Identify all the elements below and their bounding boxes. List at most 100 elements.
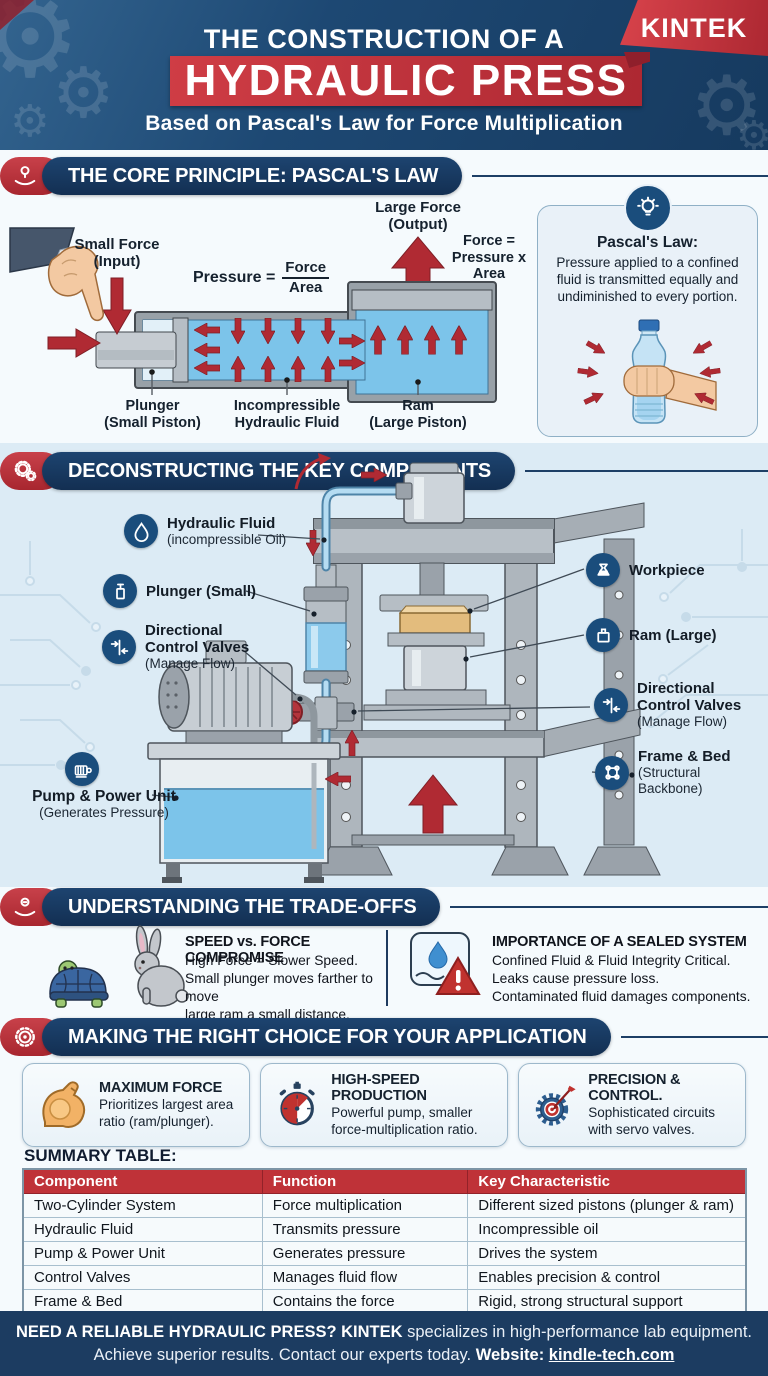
cell: Force multiplication	[261, 1193, 469, 1218]
label-directional-valves-left: Directional Control Valves (Manage Flow)	[102, 622, 249, 672]
section-rule	[525, 470, 768, 472]
footer-line2: Achieve superior results. Contact our ex…	[94, 1346, 675, 1365]
section-title: MAKING THE RIGHT CHOICE FOR YOUR APPLICA…	[42, 1018, 611, 1056]
large-force-label: Large Force (Output)	[375, 199, 461, 233]
choice-body: Prioritizes largest area ratio (ram/plun…	[99, 1097, 234, 1129]
choice-title: MAXIMUM FORCE	[99, 1080, 223, 1096]
pump-icon	[65, 752, 99, 786]
label-directional-valves-right: Directional Control Valves (Manage Flow)	[594, 680, 741, 730]
cell: Manages fluid flow	[261, 1265, 469, 1290]
choice-body: Powerful pump, smaller force-multiplicat…	[331, 1105, 478, 1137]
title-top: THE CONSTRUCTION OF A	[203, 24, 565, 54]
section-header-right-choice: MAKING THE RIGHT CHOICE FOR YOUR APPLICA…	[0, 1018, 768, 1056]
footer-cta-bold: NEED A RELIABLE HYDRAULIC PRESS? KINTEK	[15, 1322, 403, 1341]
vertical-divider	[386, 930, 388, 1006]
choice-title: PRECISION & CONTROL.	[588, 1072, 681, 1104]
cell: Two-Cylinder System	[22, 1193, 263, 1218]
footer-cta-rest: specializes in high-performance lab equi…	[402, 1322, 752, 1341]
section-header-trade-offs: UNDERSTANDING THE TRADE-OFFS	[0, 888, 768, 926]
pump-icon-wrap	[65, 752, 99, 786]
valve-icon	[102, 630, 136, 664]
cell: Frame & Bed	[22, 1289, 263, 1315]
component-title: Plunger (Small)	[146, 582, 257, 600]
stopwatch-icon	[279, 1081, 315, 1126]
pascals-law-callout: Pascal's Law: Pressure applied to a conf…	[537, 184, 758, 437]
choice-card-precision: PRECISION & CONTROL. Sophisticated circu…	[518, 1063, 746, 1147]
title-banner: HYDRAULIC PRESS	[170, 56, 642, 106]
bottle-squeeze-illustration	[576, 319, 722, 424]
choice-card-high-speed: HIGH-SPEED PRODUCTION Powerful pump, sma…	[260, 1063, 508, 1147]
tradeoff-left-title: SPEED vs. FORCE COMPROMISE	[185, 934, 311, 966]
gear-icon: ⚙	[10, 96, 50, 147]
component-title: Directional Control Valves	[637, 680, 742, 714]
label-workpiece: Workpiece	[586, 553, 705, 587]
cell: Different sized pistons (plunger & ram)	[467, 1193, 747, 1218]
cell: Rigid, strong structural support	[467, 1289, 747, 1315]
gear-icon: ⚙	[736, 113, 768, 150]
brand-text: KINTEK	[640, 12, 748, 43]
label-plunger: Plunger (Small)	[103, 574, 256, 608]
lightbulb-icon	[623, 184, 672, 232]
component-title: Ram (Large)	[629, 626, 717, 644]
tradeoff-right-title: IMPORTANCE OF A SEALED SYSTEM	[492, 934, 747, 950]
choice-body: Sophisticated circuits with servo valves…	[588, 1105, 716, 1137]
component-title: Pump & Power Unit	[32, 788, 176, 805]
choice-title: HIGH-SPEED PRODUCTION	[331, 1072, 427, 1104]
fraction-denominator: Area	[289, 279, 323, 296]
fluid-label: Incompressible Hydraulic Fluid	[233, 398, 341, 431]
press-illustration	[0, 453, 768, 883]
corner-decoration	[0, 0, 34, 30]
footer: NEED A RELIABLE HYDRAULIC PRESS? KINTEK …	[0, 1311, 768, 1376]
section-rule	[472, 175, 768, 177]
ram-label: Ram (Large Piston)	[369, 398, 467, 431]
summary-table-title: SUMMARY TABLE:	[24, 1146, 177, 1165]
column-header: Key Characteristic	[467, 1168, 747, 1194]
pressing-hand-icon	[9, 227, 104, 322]
cell: Drives the system	[467, 1241, 747, 1266]
table-header-row: Component Function Key Characteristic	[22, 1168, 747, 1194]
target-gear-icon	[535, 1085, 576, 1126]
component-sub: (Generates Pressure)	[39, 805, 169, 820]
subtitle: Based on Pascal's Law for Force Multipli…	[145, 112, 623, 135]
ram-icon	[586, 618, 620, 652]
page-title: HYDRAULIC PRESS	[184, 56, 628, 105]
cell: Incompressible oil	[467, 1217, 747, 1242]
gear-icon: ⚙	[690, 59, 764, 150]
droplet-icon	[124, 514, 158, 548]
label-hydraulic-fluid: Hydraulic Fluid (incompressible Oil)	[124, 514, 286, 548]
plunger-label: Plunger (Small Piston)	[104, 398, 201, 431]
component-title: Workpiece	[629, 561, 705, 579]
header: ⚙ ⚙ ⚙ ⚙ ⚙ THE CONSTRUCTION OF A HYDRAULI…	[0, 0, 768, 150]
gear-icon: ⚙	[52, 52, 115, 134]
plunger-icon	[103, 574, 137, 608]
section-title: THE CORE PRINCIPLE: PASCAL'S LAW	[42, 157, 463, 195]
component-sub: (Structural Backbone)	[638, 765, 703, 796]
force-formula-label: Force = Pressure x Area	[451, 233, 527, 282]
footer-website-label: Website:	[475, 1345, 549, 1364]
cell: Hydraulic Fluid	[22, 1217, 263, 1242]
cell: Enables precision & control	[467, 1265, 747, 1290]
label-pump-power-unit: Pump & Power Unit (Generates Pressure)	[8, 788, 200, 821]
tradeoff-left-body: High Force = Slower Speed. Small plunger…	[185, 953, 373, 1022]
cell: Generates pressure	[261, 1241, 469, 1266]
frame-icon	[595, 755, 629, 790]
choice-card-maximum-force: MAXIMUM FORCE Prioritizes largest area r…	[22, 1063, 250, 1147]
pascal-principle-illustration	[9, 227, 497, 403]
muscle-icon	[42, 1081, 86, 1128]
valve-icon	[594, 688, 628, 722]
component-title: Frame & Bed	[638, 748, 731, 765]
callout-title: Pascal's Law:	[596, 234, 699, 251]
component-sub: (incompressible Oil)	[167, 531, 287, 547]
website-link[interactable]: kindle-tech.com	[548, 1345, 675, 1364]
pressure-formula: Pressure = Force Area	[193, 259, 330, 296]
section-title: UNDERSTANDING THE TRADE-OFFS	[42, 888, 441, 926]
workpiece-icon	[586, 553, 620, 587]
section-header-core-principle: THE CORE PRINCIPLE: PASCAL'S LAW	[0, 157, 768, 195]
callout-body: Pressure applied to a confined fluid is …	[556, 255, 739, 304]
cell: Contains the force	[261, 1289, 469, 1315]
column-header: Function	[261, 1168, 469, 1194]
